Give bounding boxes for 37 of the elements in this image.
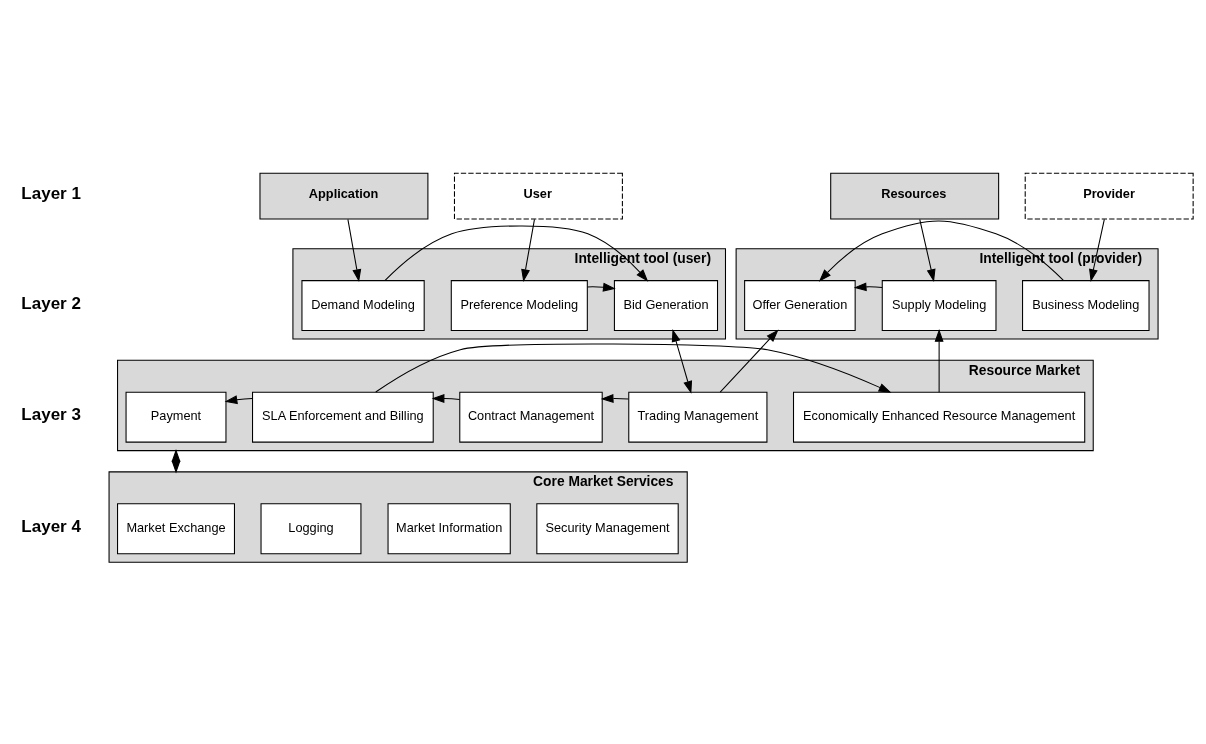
node-box: Economically Enhanced Resource Management: [793, 391, 1086, 443]
node-box: Supply Modeling: [881, 280, 997, 332]
arrow: [1089, 218, 1105, 282]
arrow: [719, 329, 779, 393]
node-box: Market Information: [387, 503, 511, 555]
node-box: Preference Modeling: [450, 280, 588, 332]
arrow: [934, 329, 944, 393]
arrow: [600, 393, 629, 403]
node-box: Application: [259, 172, 429, 220]
label: Layer 2: [21, 293, 81, 313]
arrow: [431, 394, 461, 403]
node-box: Demand Modeling: [301, 280, 425, 332]
node-box: Trading Management: [628, 391, 768, 443]
arrow: [853, 282, 883, 292]
node-box: Bid Generation: [613, 280, 719, 332]
arrow: [347, 218, 362, 282]
label: Layer 4: [21, 516, 81, 536]
arrow: [384, 225, 649, 282]
label: Layer 3: [21, 405, 81, 425]
node-box: Logging: [260, 503, 362, 555]
arrow: [919, 218, 936, 282]
arrow: [224, 395, 253, 405]
arrow: [521, 218, 535, 282]
label: Layer 1: [21, 184, 81, 204]
node-box: SLA Enforcement and Billing: [252, 391, 434, 443]
node-box: Business Modeling: [1022, 280, 1150, 332]
node-box: Offer Generation: [744, 280, 856, 332]
node-box: Contract Management: [459, 391, 603, 443]
node-box: Security Management: [536, 503, 679, 555]
node-box: Market Exchange: [117, 503, 235, 555]
node-box: Provider: [1024, 172, 1194, 220]
node-box: User: [453, 172, 623, 220]
arrow: [375, 343, 892, 393]
arrow: [586, 282, 616, 292]
arrow: [671, 329, 693, 394]
node-box: Resources: [830, 172, 1000, 220]
node-box: Payment: [125, 391, 227, 443]
